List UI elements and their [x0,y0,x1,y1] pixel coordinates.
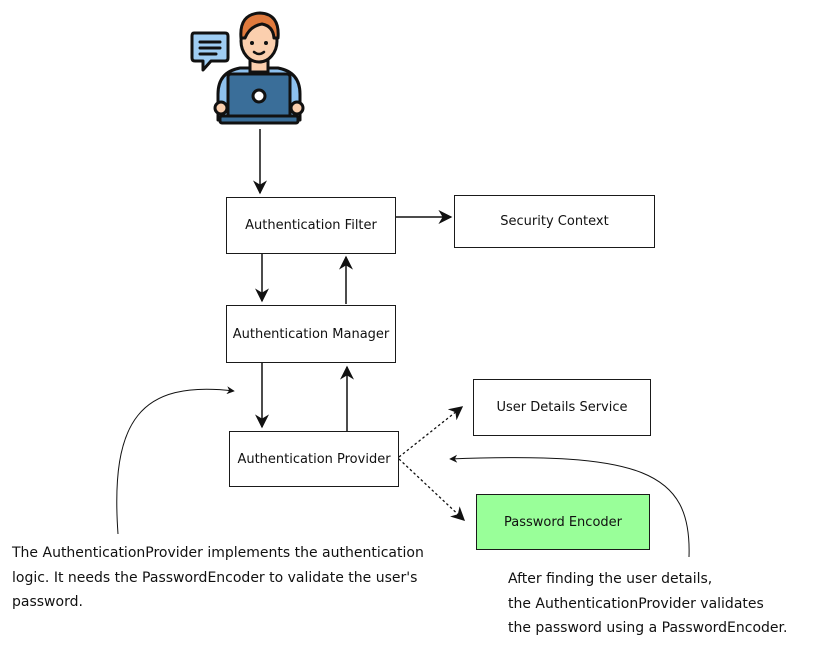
security-context-box: Security Context [454,195,655,248]
user-with-laptop-icon [190,11,305,125]
left-annotation: The AuthenticationProvider implements th… [12,541,424,615]
right-annotation: After finding the user details, the Auth… [508,567,787,641]
right-annotation-line: the password using a PasswordEncoder. [508,620,788,636]
curve-right-note [449,454,690,558]
left-annotation-line: logic. It needs the PasswordEncoder to v… [12,569,418,586]
authentication-provider-label: Authentication Provider [237,451,391,467]
authentication-manager-box: Authentication Manager [226,305,396,363]
security-context-label: Security Context [500,214,609,229]
user-details-service-box: User Details Service [473,379,651,436]
left-annotation-line: password. [12,594,83,610]
authentication-manager-label: Authentication Manager [232,326,390,342]
authentication-provider-box: Authentication Provider [229,431,399,487]
arrow-provider-to-encoder [398,458,466,521]
password-encoder-box: Password Encoder [476,494,650,550]
right-annotation-line: After finding the user details, [508,571,713,587]
right-annotation-line: the AuthenticationProvider validates [508,595,764,612]
authentication-filter-box: Authentication Filter [226,197,396,254]
authentication-filter-label: Authentication Filter [245,218,377,233]
arrow-provider-to-uds [398,406,464,458]
chat-bubble-icon [190,31,230,72]
user-details-service-label: User Details Service [496,400,628,415]
left-annotation-line: The AuthenticationProvider implements th… [12,545,424,561]
password-encoder-label: Password Encoder [503,514,622,530]
curve-left-note [116,386,235,535]
